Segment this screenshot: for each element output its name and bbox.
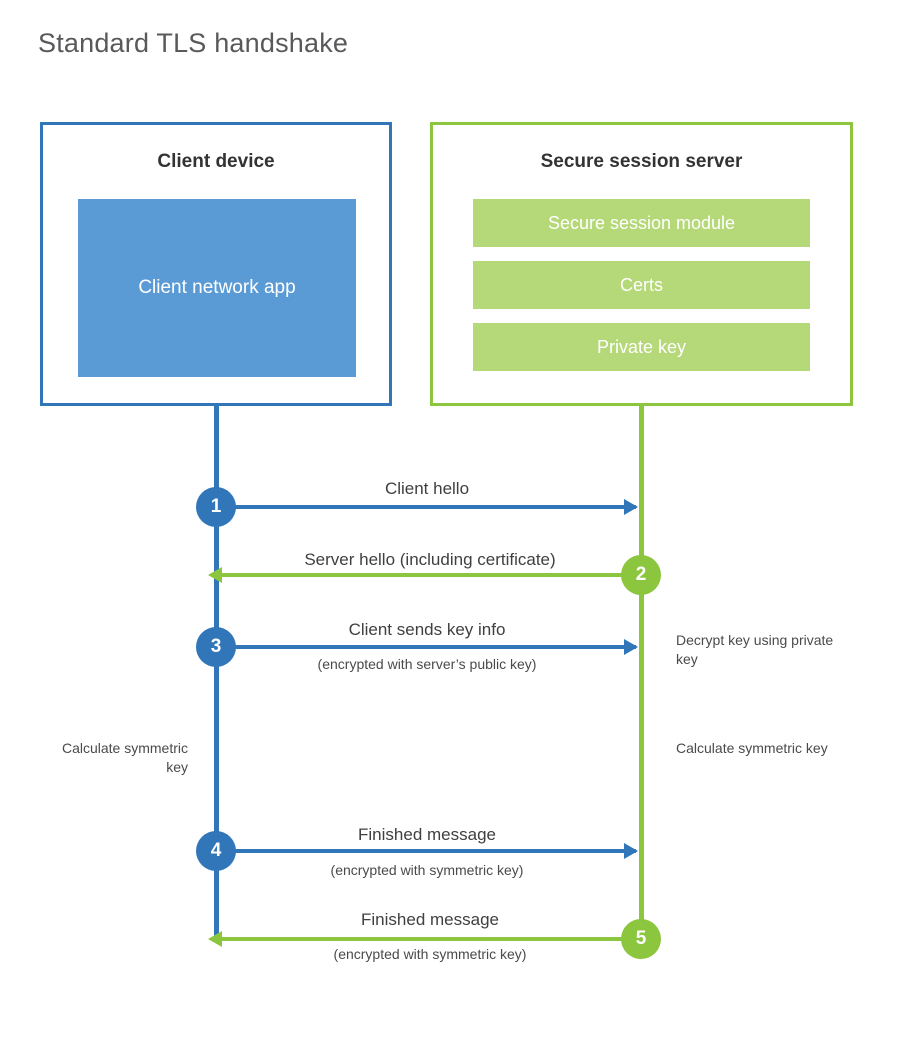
step-4-sublabel: (encrypted with symmetric key) (330, 862, 524, 878)
secure-session-server-box: Secure session server Secure session mod… (430, 122, 853, 406)
client-lifeline (214, 404, 219, 942)
server-module-list: Secure session module Certs Private key (473, 199, 810, 371)
step-marker-3: 3 (196, 627, 236, 667)
server-lifeline (639, 404, 644, 942)
step-3-arrow-client-to-server (218, 639, 638, 655)
server-module-certs: Certs (473, 261, 810, 309)
step-1-arrow-client-to-server (218, 499, 638, 515)
client-network-app-block: Client network app (78, 199, 356, 377)
step-5-label: Finished message (361, 910, 499, 929)
step-3-sublabel: (encrypted with server’s public key) (317, 656, 537, 672)
server-module-secure-session-module: Secure session module (473, 199, 810, 247)
step-4-label: Finished message (358, 825, 496, 844)
step-3-label: Client sends key info (348, 620, 506, 639)
step-5-arrow-server-to-client (208, 931, 638, 947)
step-marker-1: 1 (196, 487, 236, 527)
step-marker-5: 5 (621, 919, 661, 959)
annotation-calculate-symmetric-key-client: Calculate symmetric key (61, 740, 188, 775)
page-title: Standard TLS handshake (38, 28, 349, 58)
step-marker-2: 2 (621, 555, 661, 595)
step-2-arrow-server-to-client (208, 567, 638, 583)
step-5-sublabel: (encrypted with symmetric key) (333, 946, 527, 962)
server-module-private-key: Private key (473, 323, 810, 371)
client-device-title: Client device (157, 151, 275, 172)
annotation-calculate-symmetric-key-server: Calculate symmetric key (676, 740, 828, 756)
client-device-box: Client device Client network app (40, 122, 392, 406)
step-4-arrow-client-to-server (218, 843, 638, 859)
step-2-label: Server hello (including certificate) (304, 550, 556, 569)
step-1-label: Client hello (384, 479, 470, 498)
secure-session-server-title: Secure session server (540, 151, 743, 172)
step-marker-4: 4 (196, 831, 236, 871)
annotation-decrypt-key: Decrypt key using private key (676, 632, 834, 667)
